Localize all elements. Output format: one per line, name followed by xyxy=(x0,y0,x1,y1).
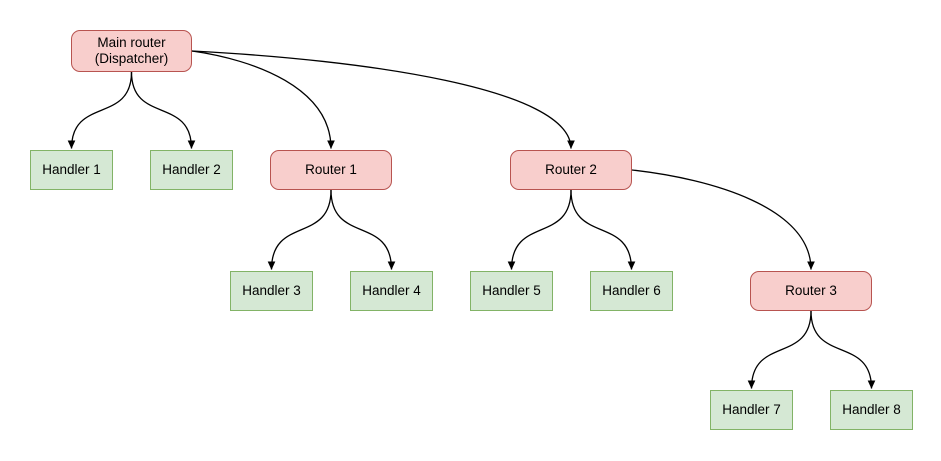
edge-main-router-to-handler-2 xyxy=(130,71,196,149)
edge-router-1-to-handler-4 xyxy=(330,189,396,270)
node-handler-4[interactable]: Handler 4 xyxy=(350,271,433,311)
node-handler-5[interactable]: Handler 5 xyxy=(470,271,553,311)
node-label-main-router: Main router (Dispatcher) xyxy=(94,34,169,66)
node-main-router[interactable]: Main router (Dispatcher) xyxy=(71,30,192,72)
node-label-handler-3: Handler 3 xyxy=(242,282,301,298)
node-label-router-1: Router 1 xyxy=(305,161,357,177)
node-handler-8[interactable]: Handler 8 xyxy=(830,390,913,430)
node-handler-1[interactable]: Handler 1 xyxy=(30,150,113,190)
edge-group xyxy=(67,50,876,389)
edge-router-2-to-handler-5 xyxy=(507,189,572,270)
node-handler-2[interactable]: Handler 2 xyxy=(150,150,233,190)
node-label-handler-7: Handler 7 xyxy=(722,401,781,417)
edge-router-2-to-router-3 xyxy=(631,169,815,270)
node-label-handler-4: Handler 4 xyxy=(362,282,421,298)
node-handler-6[interactable]: Handler 6 xyxy=(590,271,673,311)
edge-main-router-to-router-1 xyxy=(191,50,335,149)
node-handler-3[interactable]: Handler 3 xyxy=(230,271,313,311)
edge-router-3-to-handler-7 xyxy=(747,310,812,389)
edge-main-router-to-router-2 xyxy=(191,50,575,149)
node-label-handler-6: Handler 6 xyxy=(602,282,661,298)
node-router-1[interactable]: Router 1 xyxy=(270,150,392,190)
node-router-2[interactable]: Router 2 xyxy=(510,150,632,190)
node-handler-7[interactable]: Handler 7 xyxy=(710,390,793,430)
edge-main-router-to-handler-1 xyxy=(67,71,133,149)
node-label-handler-2: Handler 2 xyxy=(162,161,221,177)
node-label-handler-1: Handler 1 xyxy=(42,161,101,177)
edge-router-3-to-handler-8 xyxy=(810,310,876,389)
edge-router-1-to-handler-3 xyxy=(267,189,332,270)
node-label-handler-8: Handler 8 xyxy=(842,401,901,417)
node-router-3[interactable]: Router 3 xyxy=(750,271,872,311)
edge-router-2-to-handler-6 xyxy=(570,189,636,270)
node-label-router-2: Router 2 xyxy=(545,161,597,177)
node-label-router-3: Router 3 xyxy=(785,282,837,298)
node-label-handler-5: Handler 5 xyxy=(482,282,541,298)
